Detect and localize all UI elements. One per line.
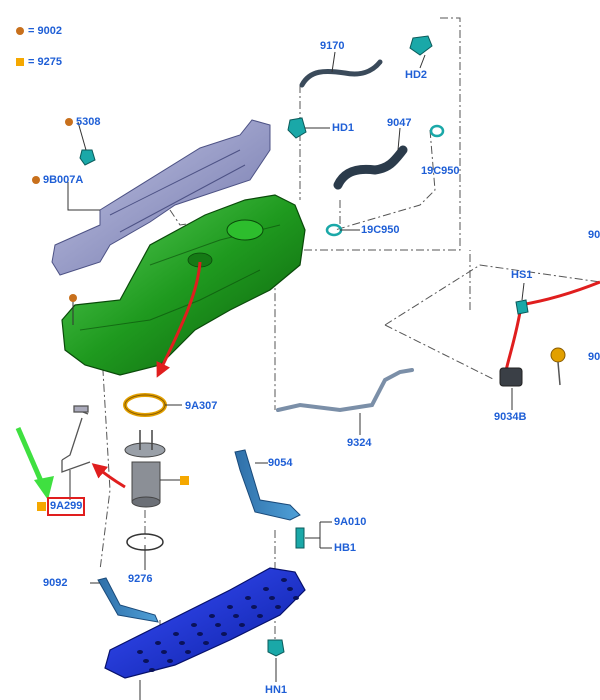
strap-9092	[97, 577, 159, 623]
label-9324: 9324	[347, 437, 372, 449]
label-9047: 9047	[387, 117, 412, 129]
skid-plate-hole	[173, 632, 179, 636]
label-9b007a: 9B007A	[43, 174, 84, 186]
filler-hose	[333, 145, 408, 190]
skid-plate-hole	[287, 587, 293, 591]
screw-5308	[79, 149, 96, 166]
guide-lines	[99, 17, 600, 660]
skid-plate-hole	[197, 632, 203, 636]
mounting-bracket	[234, 449, 301, 521]
fuel-tube	[276, 368, 414, 413]
skid-plate-hole	[275, 605, 281, 609]
fuel-tank	[61, 194, 306, 376]
label-9034b: 9034B	[494, 411, 527, 423]
fuel-pump-module	[124, 430, 166, 508]
skid-plate-hole	[269, 596, 275, 600]
label-9276: 9276	[128, 573, 153, 585]
green-arrow	[15, 427, 54, 500]
label-hd1: HD1	[332, 122, 355, 134]
label-19c950-top: 19C950	[421, 165, 460, 177]
label-9a010: 9A010	[334, 516, 367, 528]
skid-plate-hole	[281, 578, 287, 582]
label-hb1: HB1	[334, 542, 357, 554]
legend-9002: = 9002	[28, 25, 62, 37]
legend-square-icon	[16, 58, 24, 66]
skid-plate-hole	[221, 632, 227, 636]
skid-plate-hole	[263, 587, 269, 591]
skid-plate-hole	[179, 641, 185, 645]
label-9a299: 9A299	[46, 497, 86, 516]
label-9092: 9092	[43, 577, 68, 589]
heat-shield	[51, 119, 271, 276]
bolt-9a010	[295, 527, 305, 549]
leader-lines	[67, 51, 525, 700]
label-hn1: HN1	[265, 684, 288, 696]
label-9054: 9054	[268, 457, 293, 469]
label-90-right: 90	[588, 351, 600, 363]
label-90-top: 90	[588, 229, 600, 241]
label-19c950-mid: 19C950	[361, 224, 400, 236]
skid-plate-hole	[215, 623, 221, 627]
skid-plate-hole	[155, 641, 161, 645]
red-arrows	[91, 261, 202, 489]
label-hd2: HD2	[405, 69, 428, 81]
label-5308: 5308	[76, 116, 101, 128]
skid-plate-hole	[227, 605, 233, 609]
legend-9275: = 9275	[28, 56, 62, 68]
label-hs1: HS1	[511, 269, 533, 281]
hd2-clip	[409, 35, 433, 56]
skid-plate-hole	[239, 623, 245, 627]
skid-plate-hole	[203, 641, 209, 645]
legend-dot-icon	[16, 27, 24, 35]
hn1-nut	[267, 639, 285, 657]
hd1-connector	[287, 117, 307, 139]
skid-plate-hole	[233, 614, 239, 618]
label-9a307: 9A307	[185, 400, 218, 412]
square-markers	[37, 476, 189, 511]
skid-plate-hole	[209, 614, 215, 618]
skid-plate-hole	[161, 650, 167, 654]
skid-plate-hole	[149, 668, 155, 672]
skid-plate-hole	[191, 623, 197, 627]
wiring-harness	[499, 280, 600, 387]
skid-plate-hole	[251, 605, 257, 609]
skid-plate-hole	[167, 659, 173, 663]
skid-plate-hole	[245, 596, 251, 600]
skid-plate-hole	[143, 659, 149, 663]
label-9170: 9170	[320, 40, 345, 52]
skid-plate-hole	[257, 614, 263, 618]
level-sender	[61, 405, 91, 473]
skid-plate-hole	[185, 650, 191, 654]
dot-markers	[32, 118, 77, 302]
skid-plate-hole	[137, 650, 143, 654]
lock-ring	[123, 393, 167, 417]
skid-plate-hole	[293, 596, 299, 600]
skid-plate	[104, 567, 306, 679]
vent-hose	[299, 59, 383, 88]
